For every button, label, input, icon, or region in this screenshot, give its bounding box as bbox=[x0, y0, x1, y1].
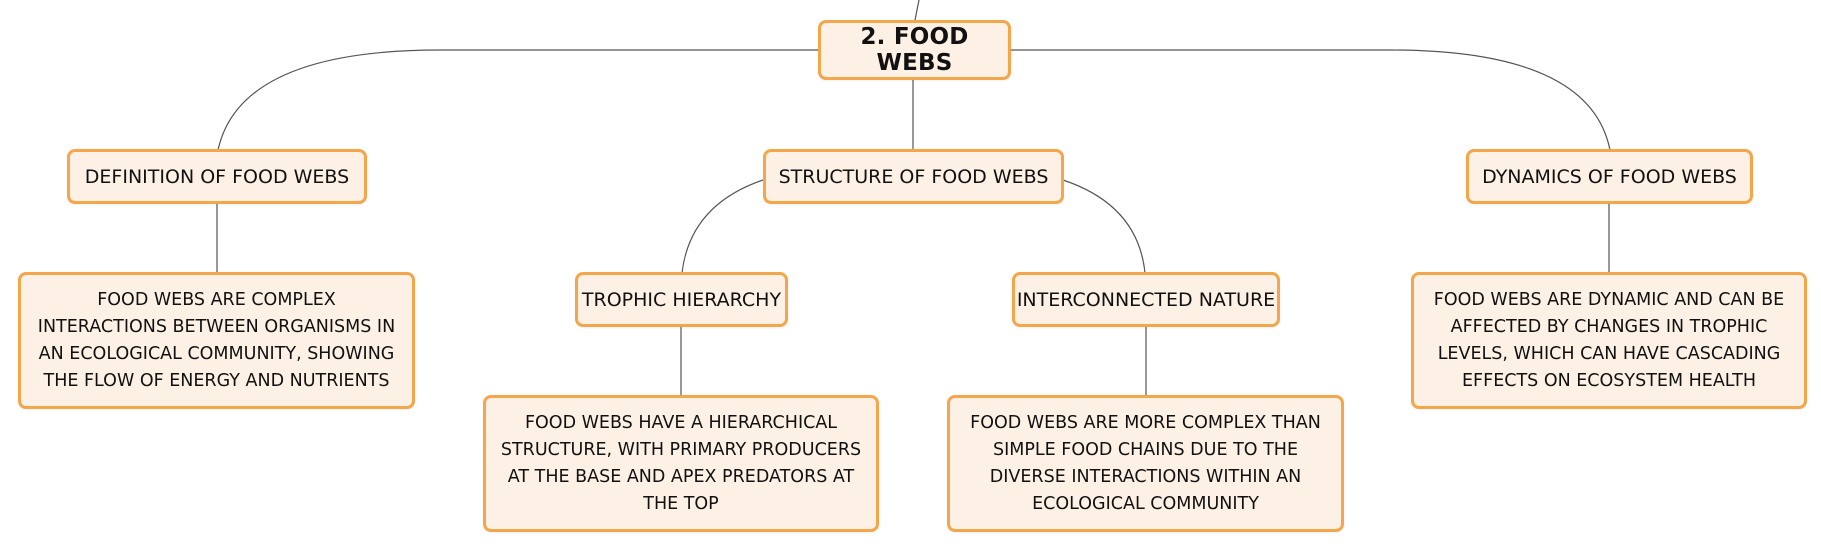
subbranch-node-label: TROPHIC HIERARCHY bbox=[581, 288, 782, 311]
subbranch-node-label: INTERCONNECTED NATURE bbox=[1016, 288, 1276, 311]
subbranch-node-interconnected-nature[interactable]: INTERCONNECTED NATURE bbox=[1012, 272, 1280, 327]
branch-node-dynamics[interactable]: DYNAMICS OF FOOD WEBS bbox=[1466, 149, 1753, 204]
connector-parent-root bbox=[914, 0, 920, 21]
branch-node-label: DYNAMICS OF FOOD WEBS bbox=[1482, 165, 1737, 188]
branch-node-label: DEFINITION OF FOOD WEBS bbox=[84, 165, 350, 188]
leaf-node-trophic-hierarchy[interactable]: FOOD WEBS HAVE A HIERARCHICAL STRUCTURE,… bbox=[483, 395, 879, 532]
leaf-node-text: FOOD WEBS ARE COMPLEX INTERACTIONS BETWE… bbox=[37, 289, 396, 391]
root-node[interactable]: 2. FOOD WEBS bbox=[818, 20, 1011, 80]
leaf-node-definition[interactable]: FOOD WEBS ARE COMPLEX INTERACTIONS BETWE… bbox=[18, 272, 415, 409]
connector-structure-interconnected bbox=[1062, 179, 1146, 274]
root-node-label: 2. FOOD WEBS bbox=[860, 24, 969, 76]
connector-structure-trophic bbox=[681, 179, 764, 274]
leaf-node-text: FOOD WEBS ARE MORE COMPLEX THAN SIMPLE F… bbox=[970, 412, 1321, 514]
leaf-node-dynamics[interactable]: FOOD WEBS ARE DYNAMIC AND CAN BE AFFECTE… bbox=[1411, 272, 1807, 409]
subbranch-node-trophic-hierarchy[interactable]: TROPHIC HIERARCHY bbox=[575, 272, 788, 327]
branch-node-label: STRUCTURE OF FOOD WEBS bbox=[778, 165, 1049, 188]
leaf-node-interconnected-nature[interactable]: FOOD WEBS ARE MORE COMPLEX THAN SIMPLE F… bbox=[947, 395, 1344, 532]
connector-root-definition bbox=[217, 49, 818, 151]
branch-node-structure[interactable]: STRUCTURE OF FOOD WEBS bbox=[763, 149, 1064, 204]
branch-node-definition[interactable]: DEFINITION OF FOOD WEBS bbox=[67, 149, 367, 204]
connector-root-dynamics bbox=[1011, 49, 1611, 151]
leaf-node-text: FOOD WEBS HAVE A HIERARCHICAL STRUCTURE,… bbox=[500, 412, 862, 514]
leaf-node-text: FOOD WEBS ARE DYNAMIC AND CAN BE AFFECTE… bbox=[1433, 289, 1785, 391]
